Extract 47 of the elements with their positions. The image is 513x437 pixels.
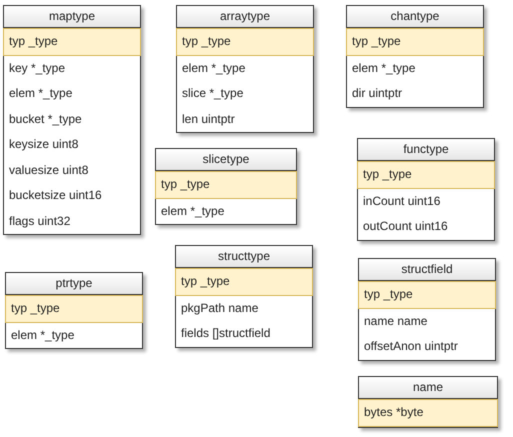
highlighted-field-row: typ _type xyxy=(175,268,313,296)
table-header: maptype xyxy=(4,6,140,28)
table-header: slicetype xyxy=(156,149,296,171)
field-row-text: elem *_type xyxy=(160,202,226,220)
struct-table xyxy=(175,245,313,348)
struct-table xyxy=(176,5,314,133)
table-header: structfield xyxy=(359,259,495,281)
field-row-text: key *_type xyxy=(8,60,66,76)
field-row-text: elem *_type xyxy=(351,60,416,76)
highlighted-field-row: typ _type xyxy=(346,28,484,56)
field-row-text: fields []structfield xyxy=(180,325,272,342)
table-header: functype xyxy=(358,139,494,161)
field-row-text: len uintptr xyxy=(181,110,236,128)
struct-table xyxy=(357,138,495,240)
field-row-text: elem *_type xyxy=(8,85,74,102)
struct-table xyxy=(5,272,143,349)
struct-table xyxy=(358,376,498,428)
highlighted-field-row: typ _type xyxy=(176,28,314,56)
field-row-text: bucketsize uint16 xyxy=(8,187,103,204)
field-row-text: slice *_type xyxy=(181,85,244,102)
field-row-text: keysize uint8 xyxy=(8,136,80,153)
field-row-text: bucket *_type xyxy=(8,110,83,128)
struct-table xyxy=(155,148,297,225)
field-row-text: flags uint32 xyxy=(8,212,72,230)
field-row-text: outCount uint16 xyxy=(362,218,449,235)
field-row-text: offsetAnon uintptr xyxy=(363,338,459,355)
table-header: chantype xyxy=(347,6,483,28)
field-row-text: elem *_type xyxy=(10,326,76,344)
highlighted-field-row: typ _type xyxy=(357,161,495,188)
struct-table xyxy=(346,5,484,108)
field-row-text: dir uintptr xyxy=(351,85,404,102)
highlighted-field-row: typ _type xyxy=(3,28,141,56)
field-row-text: pkgPath name xyxy=(180,300,260,316)
struct-table xyxy=(3,5,141,235)
field-row-text: inCount uint16 xyxy=(362,192,442,210)
field-row-text: name name xyxy=(363,312,428,330)
table-header: name xyxy=(359,377,497,399)
highlighted-field-row: bytes *byte xyxy=(358,399,498,426)
table-header: arraytype xyxy=(177,6,313,28)
field-row-text: elem *_type xyxy=(181,60,246,76)
field-row-text: valuesize uint8 xyxy=(8,162,90,178)
table-header: structtype xyxy=(176,246,312,268)
highlighted-field-row: typ _type xyxy=(155,171,297,198)
struct-table xyxy=(358,258,496,360)
highlighted-field-row: typ _type xyxy=(5,295,143,322)
highlighted-field-row: typ _type xyxy=(358,281,496,308)
table-header: ptrtype xyxy=(6,273,142,295)
